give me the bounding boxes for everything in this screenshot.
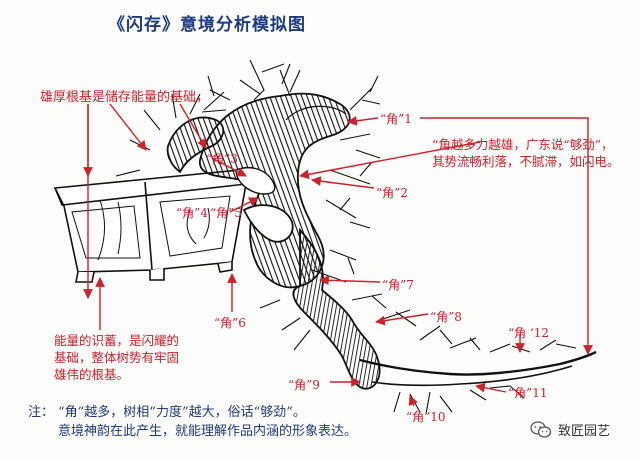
annotation-energy-base: 能量的识蓄，是闪耀的基础，整体树势有牢固雄伟的根基。 bbox=[54, 333, 180, 382]
footnote: 注：“角”越多，树相“力度”越大，俗话“够劲”。 意境神韵在此产生，就能理解作品… bbox=[28, 403, 357, 441]
jiao-label-10: “角”10 bbox=[406, 410, 446, 424]
wechat-icon bbox=[530, 420, 552, 438]
annotation-jiao-strength: “角越多力越雄，广东说“够劲”，其势流畅利落，不腻滞，如闪电。 bbox=[432, 137, 620, 169]
annotation-root-foundation: 雄厚根基是储存能量的基础， bbox=[40, 90, 210, 105]
jiao-label-3: “角”3 bbox=[206, 152, 238, 166]
tree-trunk bbox=[166, 92, 597, 390]
jiao-label-7: “角”7 bbox=[382, 278, 414, 292]
watermark-text: 致匠园艺 bbox=[558, 424, 611, 439]
jiao-label-1: “角”1 bbox=[380, 112, 412, 126]
jiao-label-9: “角”9 bbox=[288, 378, 320, 392]
jiao-label-5: “角”5 bbox=[210, 206, 242, 220]
footnote-line-2: 意境神韵在此产生，就能理解作品内涵的形象表达。 bbox=[58, 424, 358, 439]
bonsai-pot bbox=[53, 169, 247, 283]
annotation-arrows bbox=[83, 103, 593, 407]
jiao-label-6: “角”6 bbox=[214, 316, 246, 330]
watermark: 致匠园艺 bbox=[530, 420, 610, 439]
footnote-line-1: “角”越多，树相“力度”越大，俗话“够劲”。 bbox=[58, 405, 306, 420]
jiao-label-12: “角 ‘12 bbox=[508, 326, 550, 340]
footnote-prefix: 注： bbox=[28, 405, 55, 420]
jiao-label-8: “角”8 bbox=[430, 310, 462, 324]
jiao-label-11: “角”11 bbox=[508, 386, 548, 400]
jiao-label-2: “角”2 bbox=[376, 186, 408, 200]
diagram-title: 《闪存》意境分析模拟图 bbox=[108, 15, 306, 35]
jiao-label-4: “角”4 bbox=[176, 206, 208, 220]
